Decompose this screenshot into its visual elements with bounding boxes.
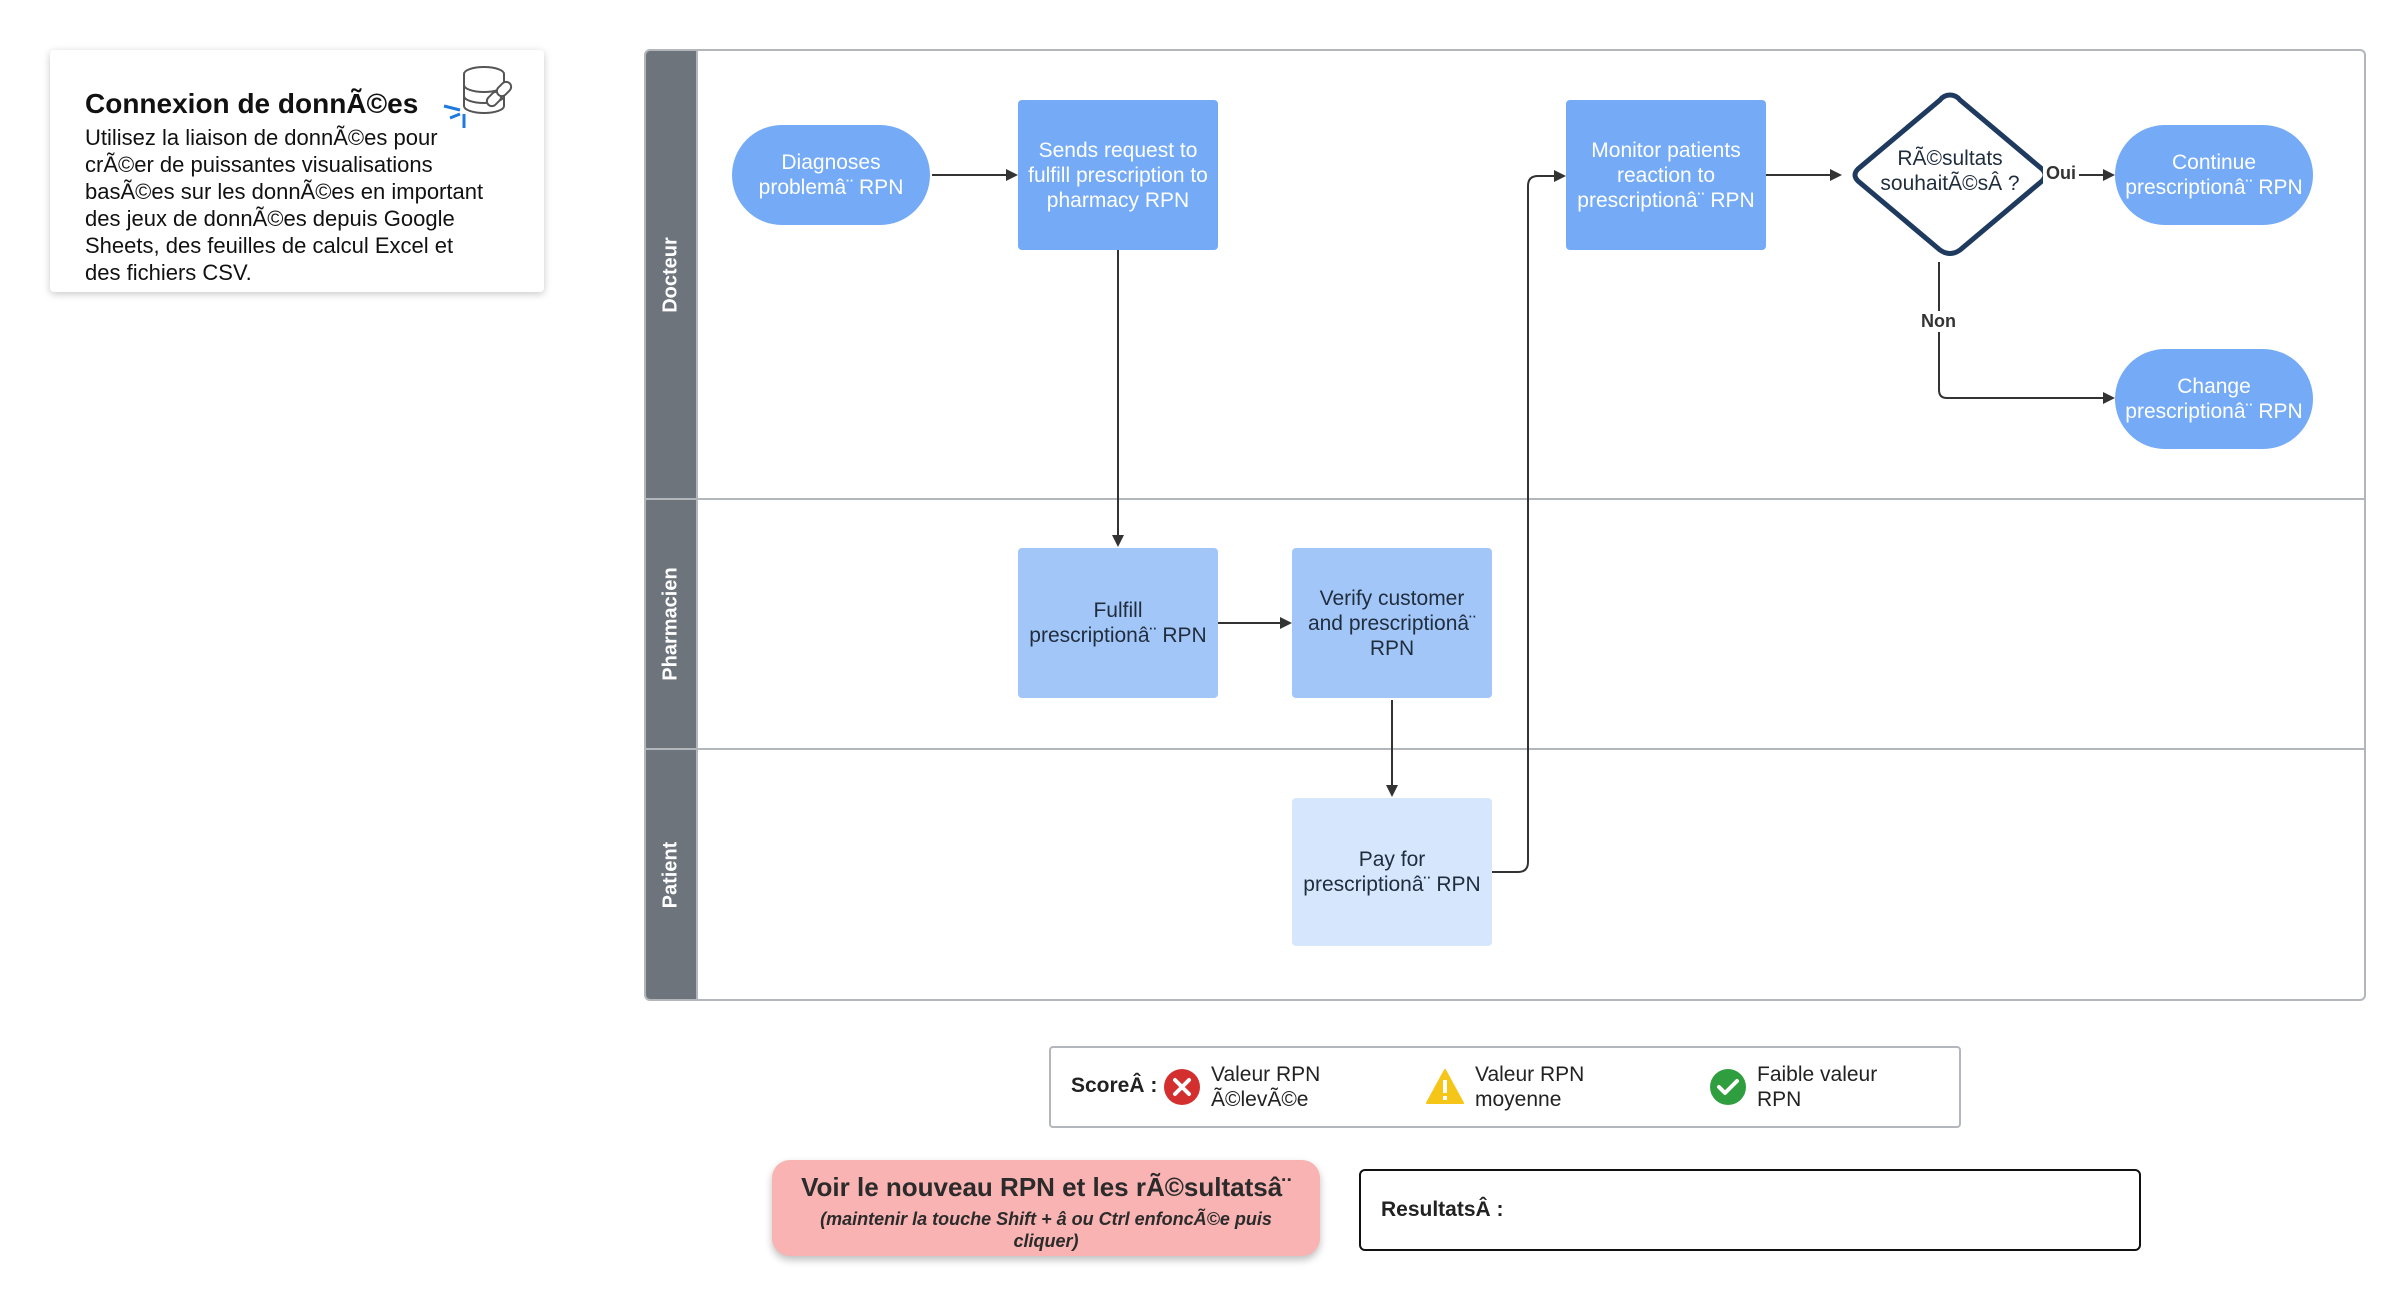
edge-label-oui: Oui — [2043, 163, 2079, 184]
lane-divider — [646, 498, 2364, 500]
legend-item-low: Faible valeur RPN — [1709, 1062, 1897, 1112]
info-card-title: Connexion de donnÃ©es — [85, 88, 419, 119]
cta-main-label: Voir le nouveau RPN et les rÃ©sultatsâ¨ — [801, 1172, 1291, 1202]
lane-divider — [646, 748, 2364, 750]
edge-label-non: Non — [1918, 311, 1959, 332]
cta-hint: (maintenir la touche Shift + â ou Ctrl e… — [820, 1209, 1272, 1251]
node-fulfill[interactable]: Fulfill prescriptionâ¨ RPN — [1018, 548, 1218, 698]
decision-diamond[interactable] — [1852, 91, 2048, 259]
lane-header-separator — [696, 51, 698, 999]
node-sends-request[interactable]: Sends request to fulfill prescription to… — [1018, 100, 1218, 250]
view-new-rpn-button[interactable]: Voir le nouveau RPN et les rÃ©sultatsâ¨ … — [772, 1160, 1320, 1256]
lane-header-pharmacien: Pharmacien — [646, 500, 696, 748]
info-card-description: Utilisez la liaison de donnÃ©es pour crÃ… — [85, 125, 484, 285]
node-continue[interactable]: Continue prescriptionâ¨ RPN — [2115, 125, 2313, 225]
results-box: ResultatsÂ : — [1359, 1169, 2141, 1251]
lane-header-patient: Patient — [646, 750, 696, 999]
error-x-icon — [1164, 1069, 1200, 1105]
node-verify[interactable]: Verify customer and prescriptionâ¨ RPN — [1292, 548, 1492, 698]
database-link-icon — [443, 66, 513, 128]
node-pay[interactable]: Pay for prescriptionâ¨ RPN — [1292, 798, 1492, 946]
legend-item-high: Valeur RPN Ã©levÃ©e — [1163, 1062, 1341, 1112]
check-icon — [1710, 1069, 1746, 1105]
node-monitor[interactable]: Monitor patients reaction to prescriptio… — [1566, 100, 1766, 250]
legend-label-low: Faible valeur RPN — [1757, 1063, 1878, 1111]
decision-text: RÃ©sultats souhaitÃ©sÂ ? — [1880, 147, 2020, 195]
swimlane-pool: Docteur Pharmacien Patient — [644, 49, 2366, 1001]
node-change[interactable]: Change prescriptionâ¨ RPN — [2115, 349, 2313, 449]
info-card: Connexion de donnÃ©es Utilisez la liaiso… — [50, 50, 544, 292]
arrow-decision-to-change — [1938, 262, 2115, 404]
results-label: ResultatsÂ : — [1381, 1198, 1504, 1221]
score-label: ScoreÂ : — [1071, 1074, 1158, 1097]
legend-label-medium: Valeur RPN moyenne — [1475, 1063, 1585, 1111]
legend-label-high: Valeur RPN Ã©levÃ©e — [1211, 1063, 1321, 1111]
legend-item-medium: Valeur RPN moyenne — [1425, 1062, 1595, 1112]
lane-header-docteur: Docteur — [646, 51, 696, 498]
node-diagnoses[interactable]: Diagnoses problemâ¨ RPN — [732, 125, 930, 225]
arrow-pay-to-monitor — [1492, 170, 1566, 873]
warning-icon — [1426, 1069, 1464, 1104]
score-legend: ScoreÂ : Valeur RPN Ã©levÃ©e Valeur RPN … — [1049, 1046, 1961, 1128]
